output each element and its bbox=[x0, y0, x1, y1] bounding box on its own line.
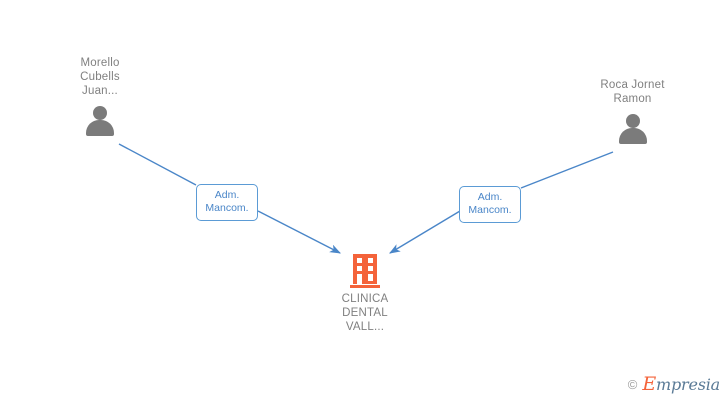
brand-initial: E bbox=[642, 373, 656, 395]
node-company-label: CLINICA DENTAL VALL... bbox=[341, 293, 389, 333]
copyright-icon: © bbox=[627, 377, 638, 392]
building-base-shape bbox=[350, 285, 380, 288]
edge-line-right-upper bbox=[520, 151, 614, 189]
node-company[interactable]: CLINICA DENTAL VALL... bbox=[315, 254, 415, 334]
person-head-shape bbox=[93, 106, 107, 120]
edge-label-left[interactable]: Adm. Mancom. bbox=[196, 184, 258, 221]
building-window bbox=[357, 274, 362, 279]
node-person-left-label: Morello Cubells Juan... bbox=[80, 57, 120, 97]
building-door bbox=[357, 277, 362, 285]
edge-label-right[interactable]: Adm. Mancom. bbox=[459, 186, 521, 223]
watermark-empresia: © Empresia bbox=[628, 375, 720, 394]
person-body-shape bbox=[86, 120, 114, 136]
edge-line-right-lower bbox=[389, 210, 461, 254]
building-window bbox=[357, 258, 362, 263]
building-window bbox=[368, 266, 373, 271]
person-head-shape bbox=[625, 114, 640, 128]
person-icon[interactable] bbox=[82, 106, 118, 136]
building-window bbox=[368, 276, 373, 281]
brand-wordmark: Empresia bbox=[642, 375, 720, 394]
node-person-right[interactable]: Roca Jornet Ramon bbox=[580, 78, 685, 144]
building-window bbox=[368, 258, 373, 263]
node-person-left[interactable]: Morello Cubells Juan... bbox=[50, 56, 150, 136]
building-window bbox=[357, 266, 362, 271]
node-person-right-label: Roca Jornet Ramon bbox=[600, 79, 665, 105]
person-icon[interactable] bbox=[615, 114, 651, 144]
edge-line-left-upper bbox=[118, 143, 197, 186]
edge-line-left-lower bbox=[257, 210, 341, 254]
brand-rest: mpresia bbox=[656, 375, 720, 394]
building-icon[interactable] bbox=[350, 254, 380, 288]
person-body-shape bbox=[618, 128, 647, 144]
